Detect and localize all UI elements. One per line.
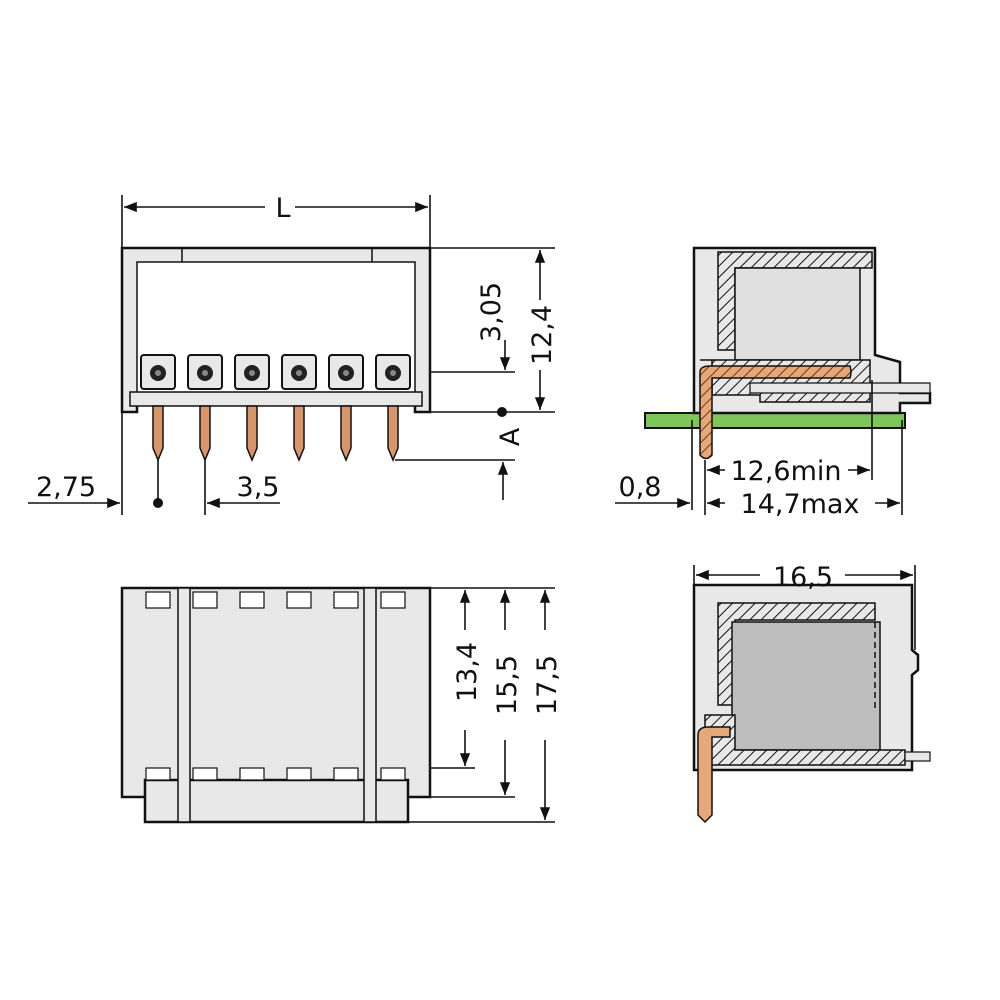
dim-pcb-offset-label: 0,8 — [619, 472, 662, 503]
slot — [286, 591, 312, 781]
bottom-view — [120, 586, 432, 824]
front-view-dimensions: L 12,4 3,05 A 2,75 3,5 — [28, 193, 558, 515]
dim-max-label: 14,7max — [741, 489, 860, 520]
slot — [145, 591, 171, 781]
dim-pitch-label: 3,5 — [237, 472, 280, 503]
slot — [192, 591, 218, 781]
dim-min-label: 12,6min — [730, 456, 841, 487]
pin — [293, 405, 305, 462]
dim-h3-label: 17,5 — [532, 655, 563, 715]
pin — [387, 405, 399, 462]
terminal-row — [140, 354, 411, 462]
terminal — [328, 354, 364, 462]
dim-h2-label: 15,5 — [492, 655, 523, 715]
terminal — [281, 354, 317, 462]
terminal — [140, 354, 176, 462]
side-view-2 — [692, 583, 931, 824]
pin — [152, 405, 164, 462]
terminal — [234, 354, 270, 462]
dim-length-label: L — [275, 193, 290, 224]
dim-ref-a-label: A — [495, 427, 526, 446]
dim-pin-center-label: 3,05 — [476, 282, 507, 342]
pin — [340, 405, 352, 462]
slot — [239, 591, 265, 781]
side-view-dimensions: 0,8 12,6min 14,7max — [615, 380, 903, 520]
pin — [246, 405, 258, 462]
terminal — [187, 354, 223, 462]
front-view — [120, 246, 432, 462]
side-view-2-dimensions: 16,5 — [693, 562, 916, 650]
slot — [380, 591, 406, 781]
pin — [199, 405, 211, 462]
side-view — [644, 246, 932, 460]
bottom-slots — [145, 591, 406, 781]
bottom-view-dimensions: 13,4 15,5 17,5 — [408, 587, 563, 823]
dim-edge-offset-label: 2,75 — [36, 472, 96, 503]
dim-depth-label: 16,5 — [773, 562, 833, 593]
dim-h1-label: 13,4 — [452, 642, 483, 702]
dim-height-label: 12,4 — [527, 305, 558, 365]
slot — [333, 591, 359, 781]
terminal — [375, 354, 411, 462]
